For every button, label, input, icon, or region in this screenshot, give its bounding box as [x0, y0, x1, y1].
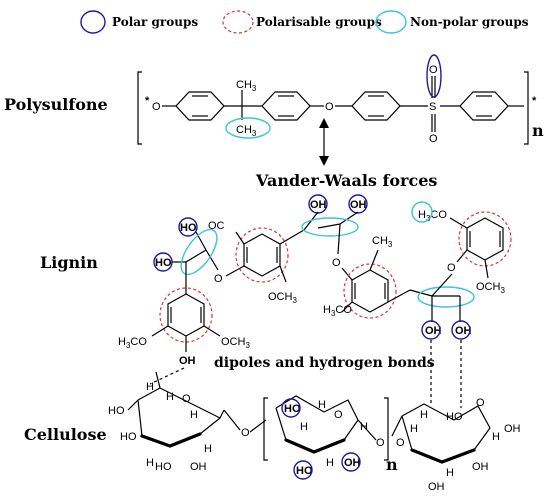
- cell-ring1-top: [137, 387, 225, 419]
- h-c7: H: [204, 443, 212, 455]
- oh-right-1: OH: [425, 325, 442, 337]
- o-lignin-1: O: [214, 273, 223, 285]
- h-ring3-c: H: [492, 431, 500, 443]
- oh-top-mid: OH: [310, 199, 327, 211]
- o-middle: O: [325, 101, 334, 113]
- oc-h3-top: OC: [208, 220, 225, 232]
- star-left: *: [145, 95, 150, 107]
- oh-c8: OH: [190, 461, 207, 473]
- lignin-structure: HO HO O H3CO OCH3 OH OC OCH3 OH: [118, 194, 512, 367]
- o-ring1: O: [182, 393, 191, 405]
- lignin-ring-left: [167, 293, 205, 337]
- dipoles-label: dipoles and hydrogen bonds: [214, 355, 435, 371]
- legend-nonpolar-label: Non-polar groups: [410, 15, 529, 29]
- legend-polar-label: Polar groups: [112, 15, 198, 29]
- h-ring2-a: H: [318, 399, 326, 411]
- polysulfone-label: Polysulfone: [4, 95, 108, 114]
- o-left: O: [152, 101, 161, 113]
- cellulose-label: Cellulose: [24, 425, 107, 444]
- lignin-label: Lignin: [40, 253, 98, 272]
- o-sulfone-bottom: O: [429, 133, 438, 145]
- vdw-label: Vander-Waals forces: [255, 171, 437, 190]
- repeat-n-polysulfone: n: [532, 121, 544, 140]
- o-link3: O: [396, 437, 405, 449]
- oh-bottom-left: OH: [179, 355, 196, 367]
- lignin-ring-mid2: [351, 269, 389, 313]
- och3-top2: CH3: [372, 235, 393, 249]
- ho-ring3-top: HO: [446, 411, 463, 423]
- legend-polarisable-label: Polarisable groups: [256, 15, 382, 29]
- oh-ring3-b: OH: [472, 461, 489, 473]
- ch3-top: CH3: [236, 79, 257, 93]
- oh-ring3-end: OH: [504, 423, 521, 435]
- polar-sulfone-ellipse: [426, 54, 442, 98]
- ch3-bottom: CH3: [236, 124, 257, 138]
- ho-cell-ring2: HO: [284, 403, 301, 415]
- left-bracket: [137, 71, 142, 145]
- h-c1: H: [146, 381, 154, 393]
- ho-ring2-bottom: HO: [296, 465, 313, 477]
- lignin-ring-mid: [243, 233, 281, 277]
- vdw-arrow: [319, 118, 329, 166]
- legend: Polar groups Polarisable groups Non-pola…: [80, 10, 529, 34]
- cellulose-structure: H HO H H O HO H HO H OH O n HO H H O H H…: [108, 371, 521, 493]
- legend-nonpolar-marker: [375, 10, 407, 34]
- h-c2: H: [166, 391, 174, 403]
- legend-polarisable-marker: [222, 10, 254, 34]
- ho-c4: HO: [120, 431, 137, 443]
- polysulfone-structure: * * n O CH3 CH3 O S O O: [137, 54, 544, 145]
- ho-mid-left: HO: [155, 257, 172, 269]
- ho-c6: HO: [155, 461, 172, 473]
- o-ring3: O: [476, 397, 485, 409]
- right-bracket: [524, 71, 529, 145]
- och3-mid: OCH3: [268, 291, 297, 305]
- cell-bracket-left: [263, 397, 268, 461]
- legend-polar-marker: [80, 10, 106, 34]
- oh-ring3-bottom: OH: [428, 481, 445, 493]
- o-ring2: O: [334, 409, 343, 421]
- s-atom: S: [429, 101, 436, 113]
- o-link2: O: [376, 437, 385, 449]
- h-ring3-d: H: [446, 467, 454, 479]
- o-lignin-2: O: [332, 257, 341, 269]
- h-c5: H: [146, 457, 154, 469]
- h-ring3-b: H: [410, 423, 418, 435]
- nonpolar-ch3-ellipse: [225, 117, 271, 139]
- h3co-right: H3CO: [418, 209, 447, 223]
- h-c3: H: [190, 409, 198, 421]
- cell-bracket-right: [384, 397, 389, 461]
- star-right: *: [532, 95, 537, 107]
- o-link1: O: [241, 427, 250, 439]
- o-sulfone-top: O: [429, 64, 438, 76]
- lignin-ring-right: [466, 217, 504, 261]
- oh-top-right: OH: [350, 199, 367, 211]
- h-ring2-d: H: [326, 457, 334, 469]
- och3-right: OCH3: [476, 281, 505, 295]
- och3-left: OCH3: [221, 336, 250, 350]
- ho-c1: HO: [108, 405, 125, 417]
- h-ring3-a: H: [420, 409, 428, 421]
- repeat-n-cellulose: n: [386, 455, 398, 474]
- ho-top-left: HO: [180, 222, 197, 234]
- h-ring2-b: H: [300, 421, 308, 433]
- oh-ring2-bottom: OH: [344, 457, 361, 469]
- h3co-left: H3CO: [118, 336, 147, 350]
- oh-right-2: OH: [455, 325, 472, 337]
- h3co-mid2: H3CO: [323, 304, 352, 318]
- hbond-left: [149, 367, 185, 385]
- o-lignin-3: O: [447, 262, 456, 274]
